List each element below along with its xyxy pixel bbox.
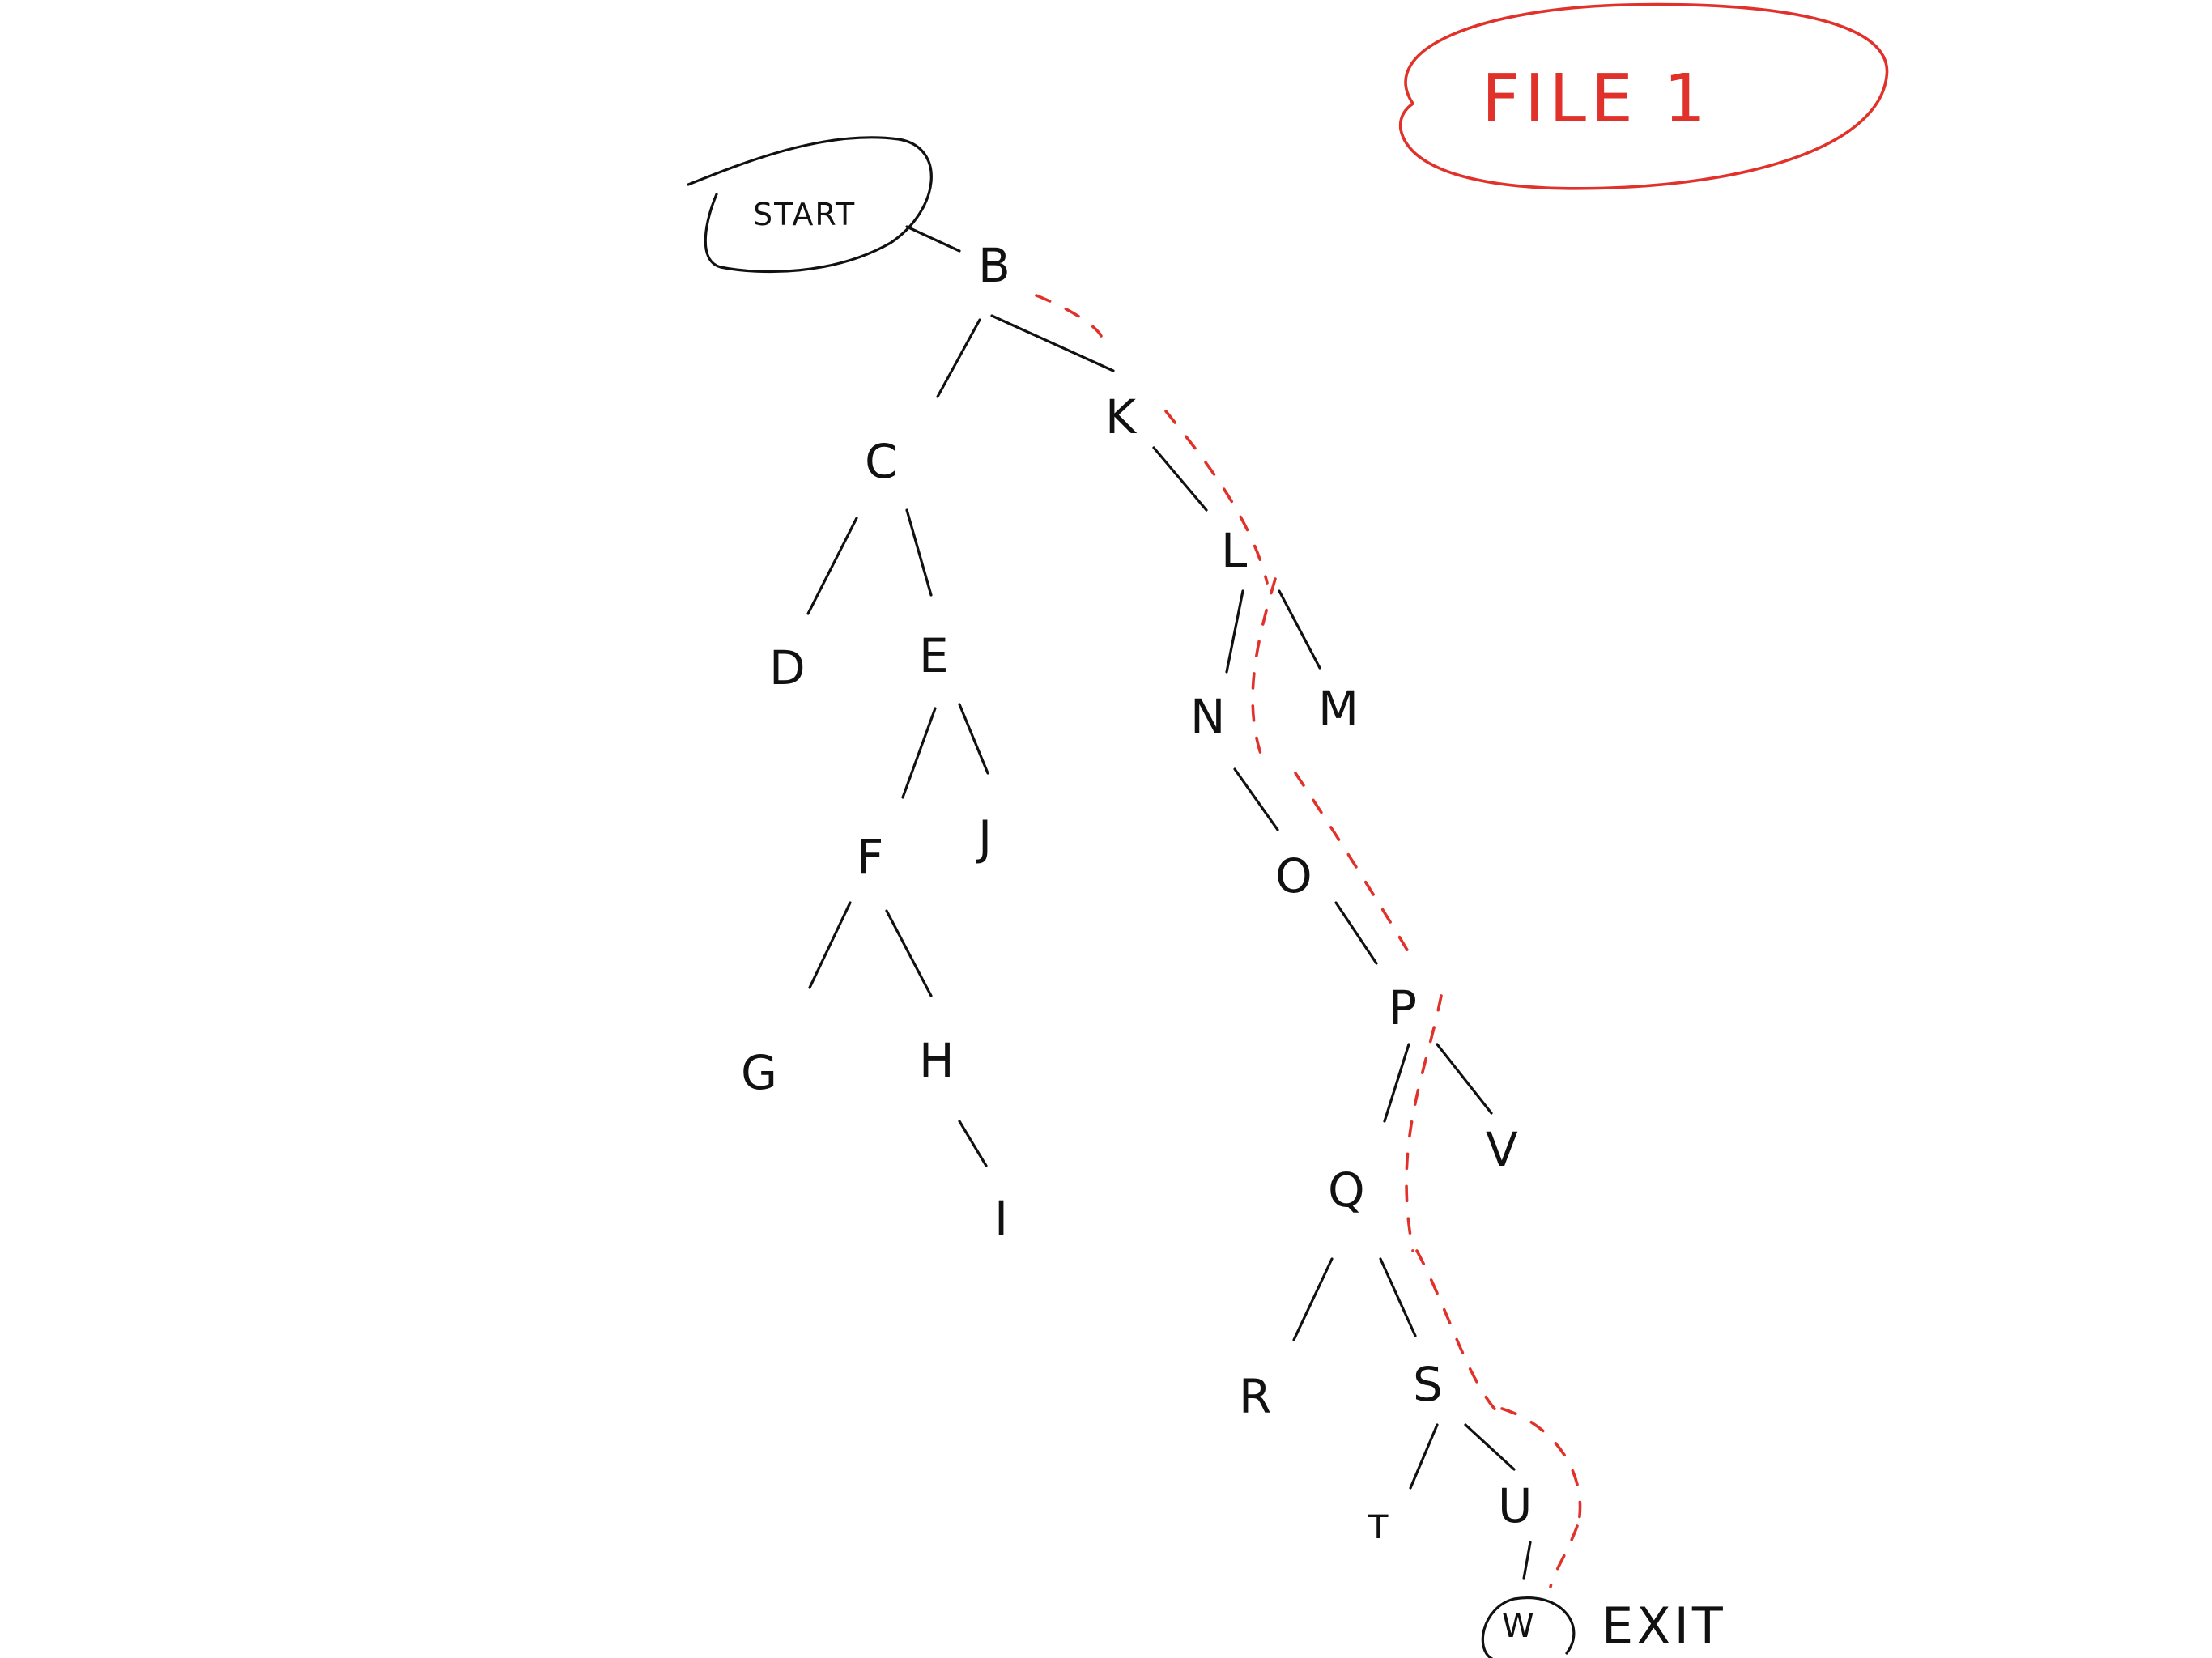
node-r: R [1239, 1369, 1271, 1424]
diagram-title: FILE 1 [1482, 61, 1711, 138]
node-w: W [1502, 1608, 1534, 1645]
edge-e-f [901, 707, 937, 799]
highlight-path-line [1035, 294, 1582, 1588]
node-h: H [919, 1033, 955, 1088]
node-n: N [1190, 689, 1225, 744]
node-k: K [1105, 389, 1138, 444]
edge-p-v [1436, 1043, 1493, 1115]
edge-f-h [885, 909, 933, 997]
edge-q-r [1292, 1257, 1334, 1341]
edge-k-l [1152, 446, 1208, 512]
edge-start-b [905, 225, 961, 253]
edge-p-q [1383, 1043, 1410, 1123]
start-label: START [753, 197, 856, 232]
exit-label: EXIT [1602, 1596, 1726, 1656]
node-s: S [1413, 1357, 1443, 1412]
edge-n-o [1233, 767, 1279, 831]
edge-o-p [1334, 901, 1378, 965]
edge-b-k [990, 314, 1115, 372]
edge-u-w [1522, 1541, 1532, 1580]
node-g: G [741, 1045, 777, 1100]
edge-h-i [958, 1120, 988, 1167]
edge-c-e [905, 508, 933, 597]
edge-s-u [1464, 1423, 1516, 1471]
edge-b-c [936, 318, 981, 398]
title-group: FILE 1 [1398, 2, 1889, 190]
node-c: C [865, 434, 898, 489]
node-j: J [976, 810, 992, 865]
highlighted-path [1035, 294, 1582, 1588]
node-q: Q [1328, 1163, 1365, 1218]
node-v: V [1486, 1122, 1518, 1177]
exit-node-circle [1481, 1596, 1576, 1658]
edge-s-t [1409, 1423, 1439, 1490]
start-group: START [687, 136, 933, 274]
node-d: D [769, 640, 806, 695]
edge-f-g [808, 901, 852, 989]
node-t: T [1368, 1509, 1389, 1546]
node-o: O [1275, 848, 1312, 903]
node-l: L [1221, 523, 1247, 578]
node-b: B [978, 238, 1010, 293]
node-m: M [1318, 681, 1359, 736]
node-f: F [857, 829, 883, 884]
edge-l-m [1278, 589, 1321, 670]
edge-q-s [1379, 1257, 1417, 1337]
edge-e-j [958, 703, 989, 775]
title-ellipse [1398, 2, 1889, 190]
exit-group: EXIT [1481, 1596, 1726, 1658]
node-u: U [1498, 1478, 1532, 1533]
node-e: E [919, 628, 949, 683]
node-labels: B C D E F G H I J K L M N O P Q R S T U … [741, 238, 1534, 1645]
edge-l-n [1225, 589, 1244, 674]
edge-c-d [806, 517, 858, 615]
tree-edges [806, 225, 1532, 1580]
node-p: P [1389, 980, 1417, 1035]
node-i: I [994, 1191, 1008, 1246]
